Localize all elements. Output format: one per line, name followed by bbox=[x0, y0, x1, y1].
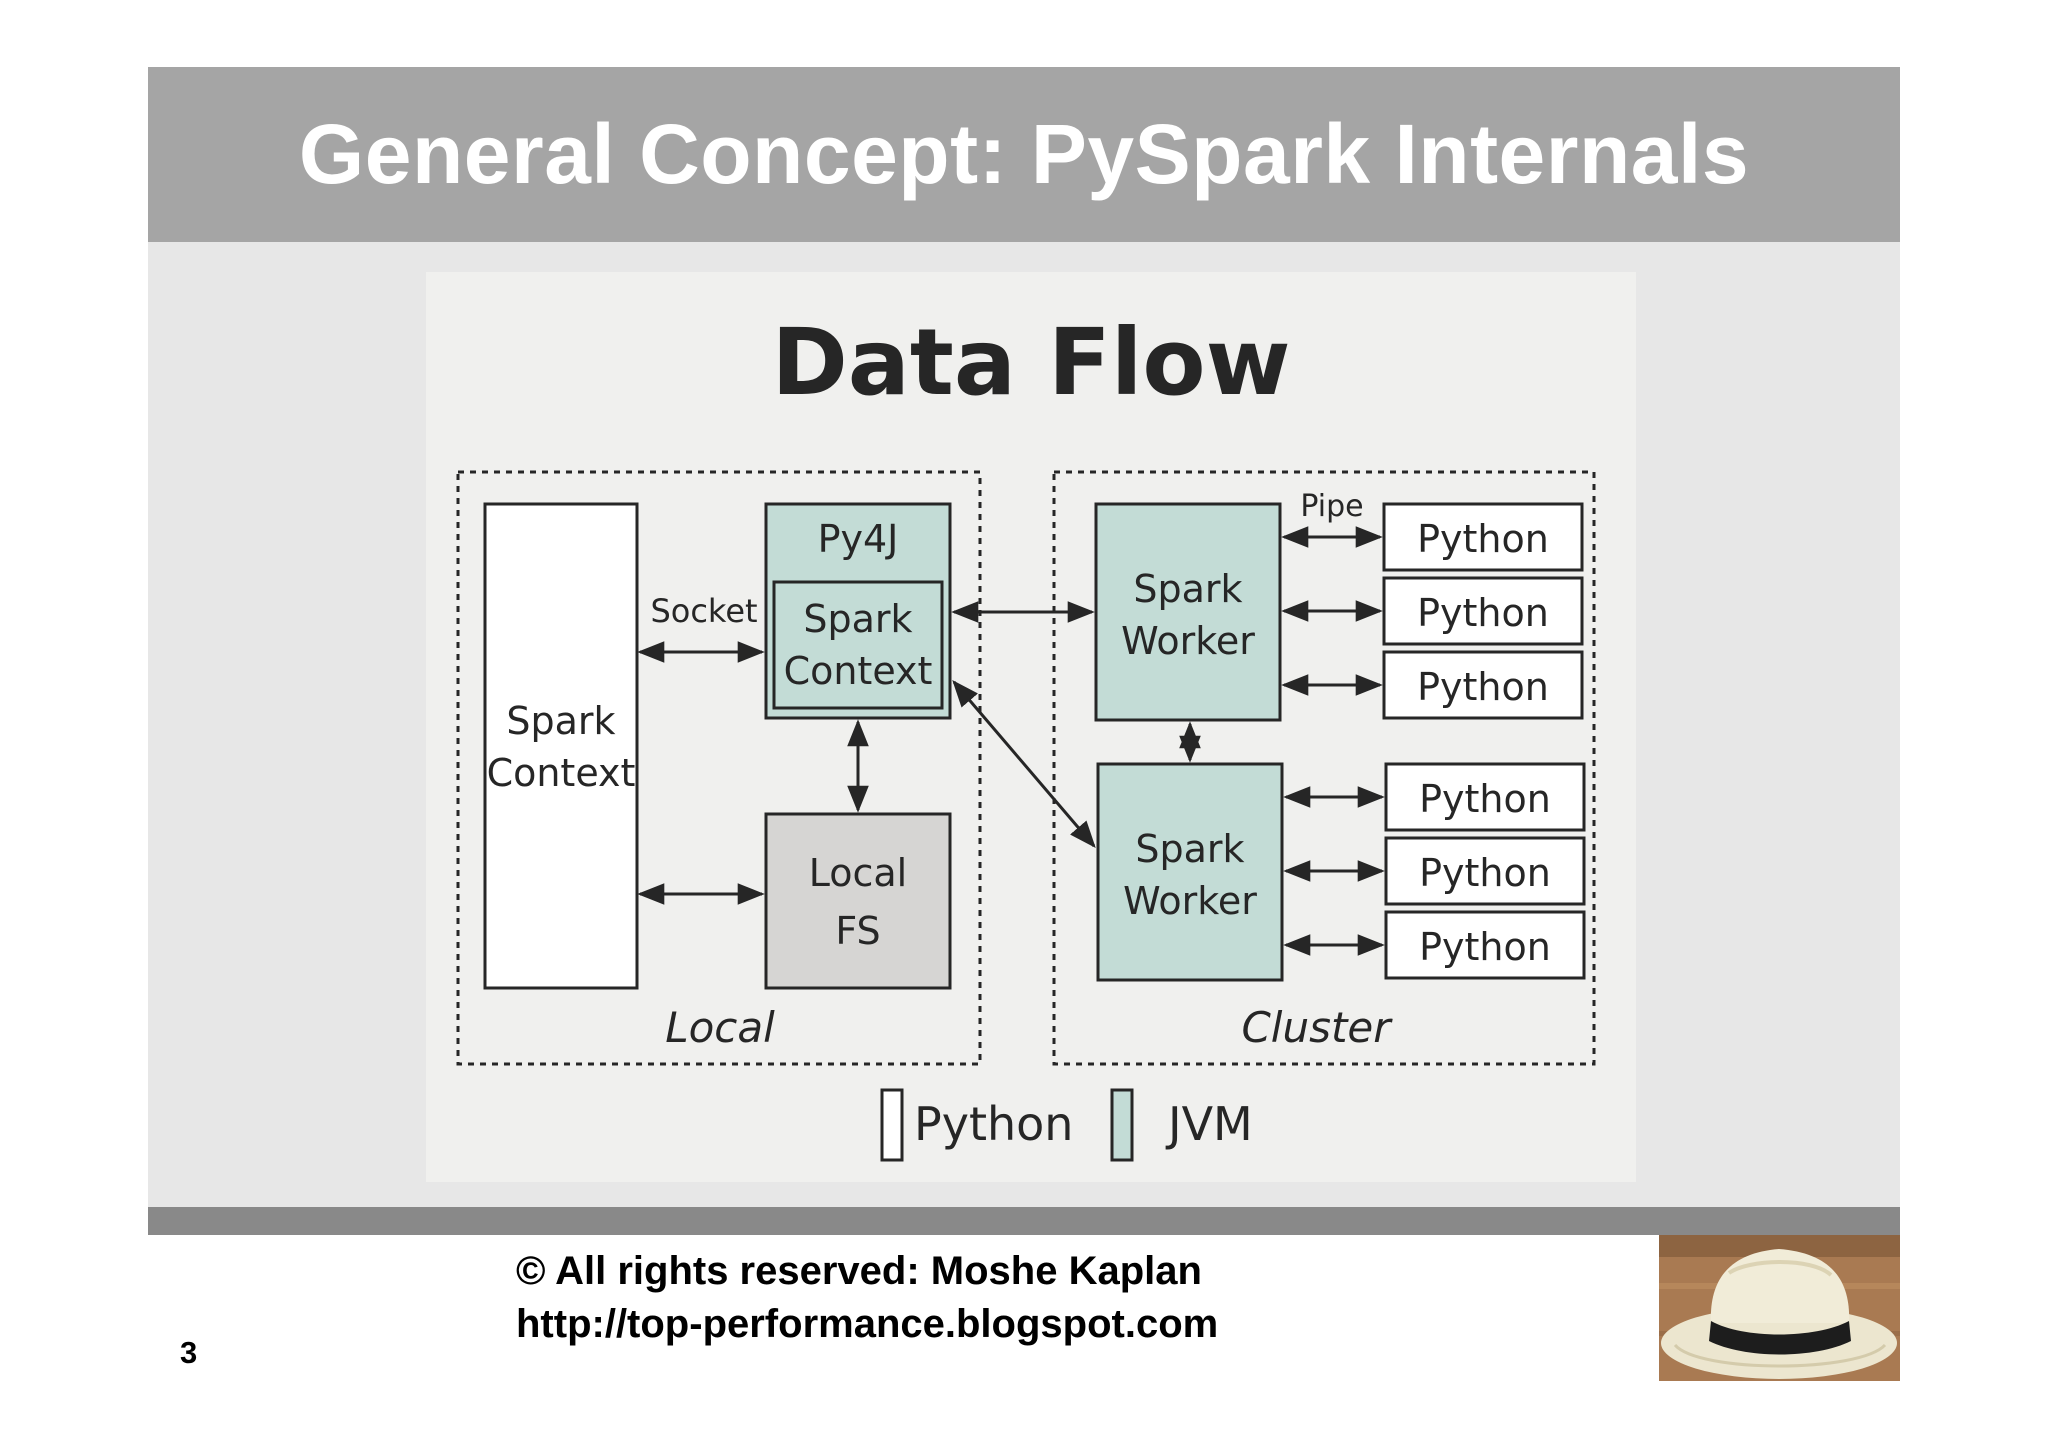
python-process-box bbox=[1384, 910, 1586, 980]
local-fs-label: Local bbox=[809, 851, 908, 895]
spark-worker-label: Spark bbox=[1135, 827, 1244, 871]
diagram-title: Data Flow bbox=[771, 309, 1290, 416]
pipe-label: Pipe bbox=[1300, 489, 1363, 524]
slide-footer-bar bbox=[148, 1207, 1900, 1235]
driver-spark-context-label: Spark bbox=[506, 699, 615, 743]
jvm-spark-context-label: Context bbox=[784, 649, 933, 693]
legend-python-swatch bbox=[880, 1088, 904, 1162]
legend-jvm-label: JVM bbox=[1165, 1097, 1253, 1151]
spark-worker-label: Spark bbox=[1133, 567, 1242, 611]
python-process-box bbox=[1382, 502, 1584, 572]
jvm-spark-context-label: Spark bbox=[803, 597, 912, 641]
title-bar bbox=[148, 67, 1900, 242]
spark-worker-label: Worker bbox=[1123, 879, 1257, 923]
page-number: 3 bbox=[180, 1335, 198, 1370]
python-process-label: Python bbox=[1419, 777, 1551, 821]
jvm-spark-context-box bbox=[772, 580, 944, 710]
driver-spark-context-label: Context bbox=[487, 751, 636, 795]
python-process-box bbox=[1384, 836, 1586, 906]
copyright-text: © All rights reserved: Moshe Kaplan bbox=[516, 1249, 1202, 1293]
py4j-label: Py4J bbox=[818, 517, 899, 561]
data-flow-diagram: Data Flow Spark Context Py4J Spark Conte… bbox=[456, 309, 1596, 1162]
context-worker-arrow bbox=[952, 679, 1096, 849]
python-process-label: Python bbox=[1419, 925, 1551, 969]
local-fs-label: FS bbox=[835, 909, 880, 953]
python-process-label: Python bbox=[1417, 665, 1549, 709]
local-region-label: Local bbox=[665, 1003, 775, 1052]
local-fs-box bbox=[764, 812, 952, 990]
spark-worker-label: Worker bbox=[1121, 619, 1255, 663]
fedora-hat-image bbox=[1659, 1235, 1900, 1381]
python-process-label: Python bbox=[1419, 851, 1551, 895]
python-process-label: Python bbox=[1417, 591, 1549, 635]
slide-title: General Concept: PySpark Internals bbox=[298, 107, 1750, 201]
driver-spark-context-box bbox=[483, 502, 639, 990]
python-process-box bbox=[1384, 762, 1586, 832]
copyright-block: © All rights reserved: Moshe Kaplan http… bbox=[516, 1245, 1218, 1351]
python-process-label: Python bbox=[1417, 517, 1549, 561]
spark-worker-box bbox=[1094, 502, 1282, 722]
python-process-box bbox=[1382, 650, 1584, 720]
cluster-region-label: Cluster bbox=[1241, 1003, 1393, 1052]
spark-worker-box bbox=[1096, 762, 1284, 982]
python-process-box bbox=[1382, 576, 1584, 646]
socket-label: Socket bbox=[650, 592, 757, 630]
blog-url: http://top-performance.blogspot.com bbox=[516, 1302, 1219, 1346]
legend-jvm-swatch bbox=[1110, 1088, 1134, 1162]
legend-python-label: Python bbox=[914, 1097, 1073, 1151]
